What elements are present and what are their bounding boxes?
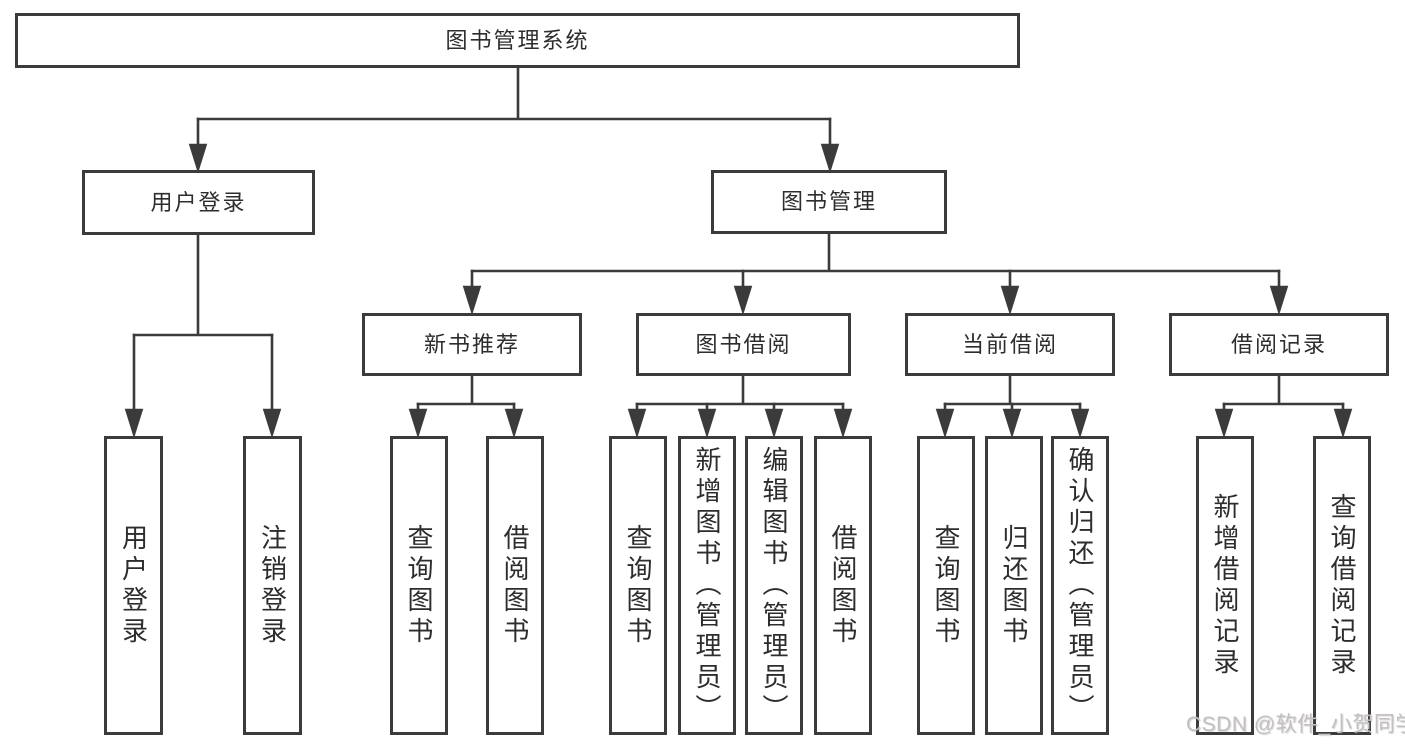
arrowhead-module-4 (1269, 285, 1289, 316)
arrowhead-m3-leaf-1 (1214, 408, 1234, 439)
leaf-query-borrow-record: 查询借阅记录 (1313, 436, 1371, 735)
node-book-borrowing: 图书借阅 (636, 313, 851, 376)
node-current-borrowing-label: 当前借阅 (961, 331, 1058, 357)
leaf-query-books-2-label: 查询图书 (623, 523, 653, 648)
leaf-add-borrow-record: 新增借阅记录 (1196, 436, 1254, 735)
arrowhead-m1-leaf-3 (764, 408, 784, 439)
arrowhead-login-leaf-2 (262, 408, 282, 439)
arrowhead-m2-leaf-1 (935, 408, 955, 439)
node-current-borrowing: 当前借阅 (905, 313, 1115, 376)
leaf-query-books-1-label: 查询图书 (404, 523, 434, 648)
leaf-borrow-books-2: 借阅图书 (814, 436, 872, 735)
leaf-query-borrow-record-label: 查询借阅记录 (1327, 492, 1357, 679)
node-user-login-label: 用户登录 (150, 189, 247, 215)
leaf-logout: 注销登录 (243, 436, 302, 735)
leaf-add-book-admin: 新增图书（管理员） (678, 436, 736, 735)
node-book-management-label: 图书管理 (780, 189, 877, 214)
leaf-add-borrow-record-label: 新增借阅记录 (1210, 492, 1240, 679)
arrowhead-m3-leaf-2 (1333, 408, 1353, 439)
node-book-borrowing-label: 图书借阅 (695, 331, 792, 357)
csdn-watermark: CSDN @软件_小贺同学 (1186, 713, 1405, 736)
arrowhead-user-login (188, 143, 208, 174)
leaf-confirm-return-admin: 确认归还（管理员） (1051, 436, 1109, 735)
leaf-add-book-admin-label: 新增图书（管理员） (692, 446, 722, 725)
leaf-return-books: 归还图书 (985, 436, 1043, 735)
leaf-borrow-books-1: 借阅图书 (486, 436, 544, 735)
leaf-borrow-books-2-label: 借阅图书 (828, 523, 858, 648)
arrowhead-m1-leaf-1 (627, 408, 647, 439)
arrowhead-module-1 (462, 285, 482, 316)
leaf-return-books-label: 归还图书 (999, 523, 1029, 648)
arrowhead-m1-leaf-2 (697, 408, 717, 439)
leaf-query-books-3: 查询图书 (917, 436, 975, 735)
node-new-book-recommendation-label: 新书推荐 (423, 331, 520, 357)
leaf-query-books-2: 查询图书 (609, 436, 667, 735)
node-root-system: 图书管理系统 (15, 13, 1020, 68)
arrowhead-book-mgmt (820, 143, 840, 174)
leaf-confirm-return-admin-label: 确认归还（管理员） (1065, 446, 1095, 725)
arrowhead-m1-leaf-4 (833, 408, 853, 439)
arrowhead-module-3 (1000, 285, 1020, 316)
node-new-book-recommendation: 新书推荐 (362, 313, 582, 376)
leaf-borrow-books-1-label: 借阅图书 (500, 523, 530, 648)
leaf-edit-book-admin: 编辑图书（管理员） (745, 436, 803, 735)
node-book-management: 图书管理 (711, 170, 947, 234)
leaf-query-books-1: 查询图书 (390, 436, 448, 735)
arrowhead-m0-leaf-2 (504, 408, 524, 439)
leaf-logout-label: 注销登录 (257, 523, 288, 648)
node-root-system-label: 图书管理系统 (445, 27, 590, 53)
arrowhead-m2-leaf-3 (1070, 408, 1090, 439)
node-borrowing-records: 借阅记录 (1169, 313, 1389, 376)
node-user-login: 用户登录 (82, 170, 315, 235)
leaf-edit-book-admin-label: 编辑图书（管理员） (759, 446, 789, 725)
leaf-user-login: 用户登录 (104, 436, 163, 735)
arrowhead-login-leaf-1 (124, 408, 144, 439)
arrowhead-m2-leaf-2 (1002, 408, 1022, 439)
leaf-user-login-label: 用户登录 (118, 523, 149, 648)
node-borrowing-records-label: 借阅记录 (1230, 331, 1327, 357)
arrowhead-module-2 (733, 285, 753, 316)
arrowhead-m0-leaf-1 (408, 408, 428, 439)
leaf-query-books-3-label: 查询图书 (931, 523, 961, 648)
